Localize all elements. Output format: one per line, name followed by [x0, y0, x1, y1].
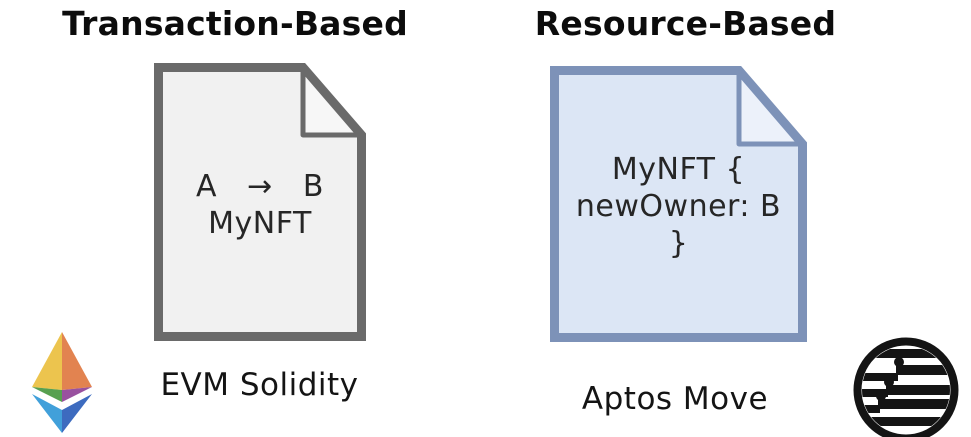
resource-code-snippet: MyNFT { newOwner: B }: [546, 151, 811, 262]
ethereum-icon: [32, 332, 92, 433]
left-panel-label: EVM Solidity: [160, 367, 359, 403]
transaction-document-icon: [154, 63, 366, 341]
code-line: MyNFT: [208, 206, 312, 241]
resource-document-icon: [550, 66, 807, 342]
eth-facet-top-right: [62, 332, 92, 390]
aptos-stripes: [862, 349, 950, 426]
eth-facet-bottom-right: [62, 394, 92, 433]
eth-facet-mid-left: [32, 387, 62, 402]
aptos-icon: [853, 337, 959, 437]
document-fold-corner: [736, 70, 803, 147]
right-panel-label: Aptos Move: [581, 381, 769, 417]
code-line: newOwner: B: [575, 189, 782, 224]
document-fold-corner: [300, 67, 362, 138]
eth-facet-mid-right: [62, 387, 92, 402]
aptos-ring: [853, 337, 959, 437]
code-line: }: [668, 226, 689, 261]
transaction-code-snippet: A → B MyNFT: [154, 168, 366, 242]
right-panel-title: Resource-Based: [534, 4, 837, 43]
left-panel-title: Transaction-Based: [62, 4, 408, 43]
code-line: A → B: [196, 169, 324, 204]
eth-facet-top-left: [32, 332, 62, 390]
eth-facet-bottom-left: [32, 394, 62, 433]
code-line: MyNFT {: [611, 152, 746, 187]
